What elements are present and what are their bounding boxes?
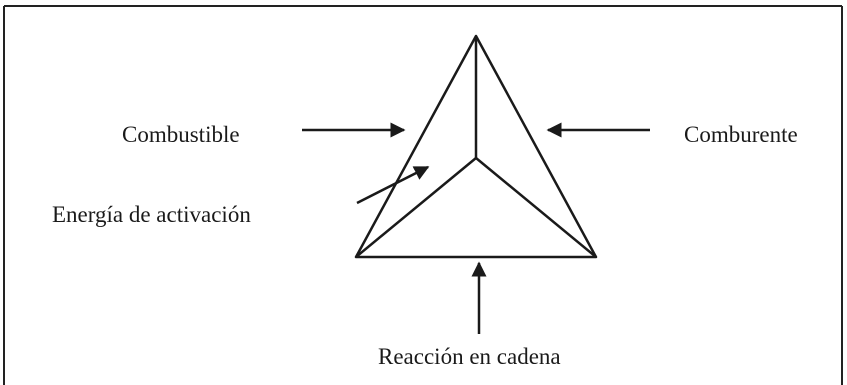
oxidizer-label: Comburente	[684, 122, 798, 147]
fuel-label: Combustible	[122, 122, 240, 147]
figure-frame	[3, 5, 843, 385]
tetrahedron-right-inner-edge	[475, 157, 597, 258]
activation-energy-arrow	[356, 165, 430, 205]
tetrahedron-outline	[354, 34, 598, 259]
arrows	[302, 122, 650, 334]
tetrahedron	[354, 34, 598, 259]
chain-reaction-label: Reacción en cadena	[378, 344, 561, 369]
tetrahedron-left-inner-edge	[355, 157, 477, 258]
activation-energy-label: Energía de activación	[52, 202, 251, 227]
